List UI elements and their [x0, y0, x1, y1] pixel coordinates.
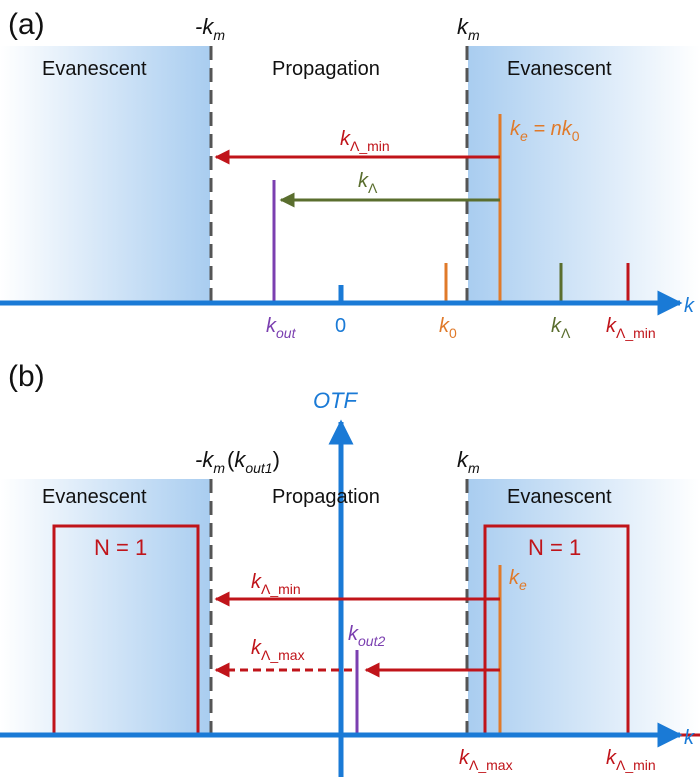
ke-label-b: ke: [509, 567, 527, 593]
panel-a-tag: (a): [8, 8, 45, 41]
ke-label-a: ke = nk0: [510, 118, 580, 144]
km-label-b: km: [457, 447, 480, 476]
region-evanescent-left-a: Evanescent: [42, 58, 147, 80]
n-label-left: N = 1: [94, 535, 147, 560]
km-label-a: km: [457, 14, 480, 43]
klambda-tick-label-a: kΛ: [551, 315, 571, 341]
kout2-label: kout2: [348, 623, 385, 649]
region-propagation-a: Propagation: [272, 58, 380, 80]
evanescent-region-right-a: [468, 46, 700, 302]
minus-km-label-b: -km(kout1): [195, 447, 280, 476]
arrow-k-lambda-min-label-a: kΛ_min: [340, 128, 390, 154]
region-evanescent-left-b: Evanescent: [42, 486, 147, 508]
otf-axis-label: OTF: [313, 388, 359, 413]
k0-tick-label-a: k0: [439, 315, 457, 341]
kout-tick-label-a: kout: [266, 315, 297, 341]
kmax-tick-label-b: kΛ_max: [459, 747, 513, 773]
evanescent-region-right-b: [468, 479, 700, 735]
region-evanescent-right-a: Evanescent: [507, 58, 612, 80]
n-label-right: N = 1: [528, 535, 581, 560]
k-axis-label-a: k: [684, 295, 695, 317]
panel-b-tag: (b): [8, 360, 45, 393]
evanescent-region-left-a: [0, 46, 210, 302]
evanescent-region-left-b: [0, 479, 210, 735]
arrow-k-lambda-max-label-b: kΛ_max: [251, 637, 305, 663]
panel-b: (b) OTF -km(kout1) km Evanescent Propaga…: [0, 360, 700, 777]
kmin-tick-label-b: kΛ_min: [606, 747, 656, 773]
k-axis-label-b: k: [684, 727, 695, 749]
region-propagation-b: Propagation: [272, 486, 380, 508]
zero-tick-label-a: 0: [335, 315, 346, 337]
minus-km-label-a: -km: [195, 14, 225, 43]
panel-a: (a) -km km Evanescent Propagation Evanes…: [0, 8, 700, 341]
kmin-tick-label-a: kΛ_min: [606, 315, 656, 341]
arrow-k-lambda-label-a: kΛ: [358, 170, 378, 196]
arrow-k-lambda-min-label-b: kΛ_min: [251, 571, 301, 597]
region-evanescent-right-b: Evanescent: [507, 486, 612, 508]
